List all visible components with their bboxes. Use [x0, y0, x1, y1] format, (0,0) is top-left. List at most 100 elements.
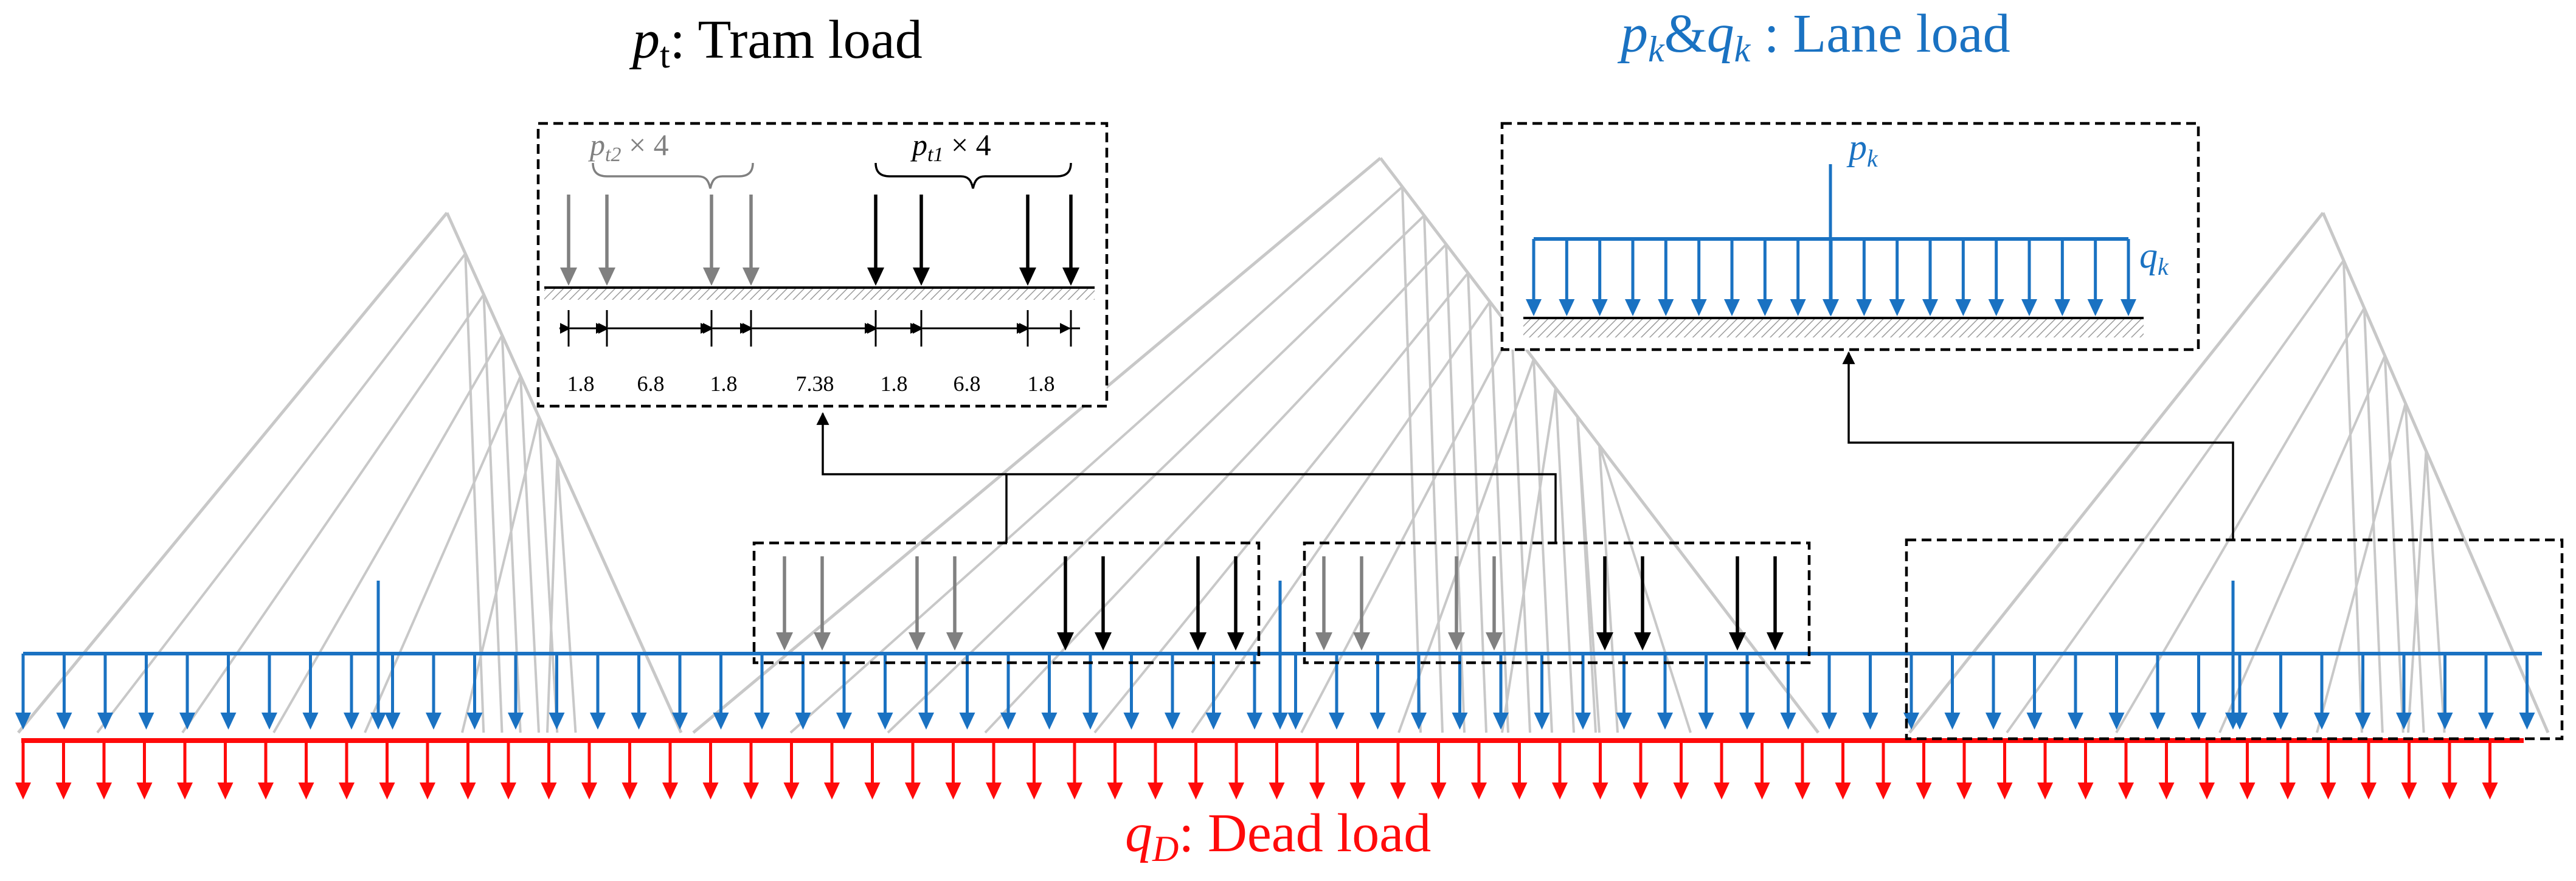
- dead-load-arrow-head: [1916, 783, 1932, 800]
- dead-load-arrow-head: [2158, 783, 2175, 800]
- lane-load-arrow-head: [631, 713, 647, 730]
- tram-pt2-arrow-head: [814, 632, 831, 651]
- lane-load-arrow-head: [302, 713, 319, 730]
- dead-load-arrow: [2158, 741, 2175, 800]
- detail-qk-arrow-head: [1955, 299, 1972, 316]
- detail-qk-arrow-head: [1757, 299, 1773, 316]
- stay-cable: [2316, 402, 2407, 733]
- dead-load-arrow: [2239, 741, 2256, 800]
- detail-pt2-arrow-head: [598, 268, 615, 286]
- lane-load-arrow: [1821, 654, 1837, 730]
- stay-cable: [2407, 451, 2428, 733]
- dead-load-arrow-head: [1067, 783, 1082, 800]
- lane-load-arrow-head: [836, 713, 852, 730]
- stay-cable: [1501, 387, 1557, 733]
- dead-load-arrow: [96, 741, 112, 800]
- detail-qk-arrow: [2021, 239, 2037, 316]
- stay-cable: [1511, 330, 1531, 733]
- dead-load-arrow-head: [2077, 783, 2094, 800]
- tram-pt2-arrow: [776, 556, 793, 651]
- dead-load-arrow-head: [1956, 783, 1972, 800]
- lane-load-arrow-head: [56, 713, 72, 730]
- tram-pt2-arrow: [1486, 556, 1503, 651]
- dead-load-arrow: [2320, 741, 2336, 800]
- tower-0-right-leg: [445, 212, 683, 734]
- detail-qk-arrow: [1559, 239, 1575, 316]
- stay-cable: [482, 294, 504, 733]
- lane-load-arrow: [1411, 654, 1427, 730]
- dead-load-arrow: [1511, 741, 1528, 800]
- detail-pt1-arrow: [913, 195, 930, 286]
- lane-detail-box: pk qk: [1500, 122, 2200, 351]
- dead-load-arrow: [1107, 741, 1123, 800]
- lane-load-arrow: [1287, 654, 1304, 730]
- lane-load-arrow-head: [1903, 713, 1919, 730]
- lane-point-load-arrow-head: [2225, 713, 2241, 730]
- lane-load-arrow-head: [1329, 713, 1345, 730]
- tram-detail-arrows: [560, 195, 1079, 286]
- dead-load-arrow-head: [2482, 783, 2498, 800]
- stay-cable: [789, 185, 1404, 734]
- lane-load-arrow-head: [1287, 713, 1304, 730]
- dead-load-arrow: [1795, 741, 1810, 800]
- lane-load-arrow: [713, 654, 729, 730]
- stay-cable: [1401, 187, 1422, 733]
- lane-load-arrow-head: [2478, 713, 2494, 730]
- dead-load-arrow: [1633, 741, 1649, 800]
- detail-qk-arrow-head: [1988, 299, 2004, 316]
- lane-point-load-arrow: [370, 581, 386, 730]
- lane-load-arrow-head: [1739, 713, 1755, 730]
- lane-load-arrow: [2026, 654, 2043, 730]
- detail-qk-arrow: [1691, 239, 1707, 316]
- lane-load-arrow: [15, 654, 31, 730]
- dead-load-arrow-head: [379, 783, 395, 800]
- lane-load-arrow: [2437, 654, 2453, 730]
- dead-load-arrow: [1673, 741, 1689, 800]
- tram-pt2-arrow: [1448, 556, 1465, 651]
- dead-load-arrow: [1471, 741, 1487, 800]
- lane-load-arrow: [1944, 654, 1961, 730]
- dead-load-arrow: [136, 741, 153, 800]
- detail-pt1-arrow: [1062, 195, 1079, 286]
- stay-cable: [1467, 272, 1487, 733]
- lane-load-arrow: [836, 654, 852, 730]
- tram-pt1-arrow-head: [1057, 632, 1074, 651]
- dead-load-arrow: [1996, 741, 2013, 800]
- detail-pt2-arrow-head: [743, 268, 760, 286]
- lane-load-arrow: [672, 654, 688, 730]
- detail-pt1-arrow-head: [867, 268, 884, 286]
- lane-load-arrow: [426, 654, 441, 730]
- tram-detail-box: pt2 × 4 pt1 × 4 1.8 6.8 1.8 7.38 1.8 6.8…: [536, 122, 1109, 408]
- detail-qk-arrow: [1757, 239, 1773, 316]
- tower-0-left-leg: [17, 212, 448, 734]
- stay-cable: [556, 457, 577, 733]
- lane-load-arrow: [1534, 654, 1550, 730]
- tram-pt2-arrow-head: [1353, 632, 1370, 651]
- dead-load-arrow-head: [1511, 783, 1528, 800]
- lane-load-arrow-head: [2190, 713, 2207, 730]
- detail-qk-arrow-head: [1658, 299, 1674, 316]
- tram-pt1-arrow-head: [1227, 632, 1244, 651]
- dead-load-arrow-head: [1390, 783, 1406, 800]
- lane-load-arrow-head: [15, 713, 31, 730]
- lane-load-arrow-head: [1411, 713, 1427, 730]
- tram-pt1-arrow: [1095, 556, 1112, 651]
- dead-load-arrow: [1067, 741, 1082, 800]
- stay-cable: [1554, 387, 1575, 733]
- tram-ground-hatch: [544, 288, 1095, 300]
- lane-load-arrow: [97, 654, 113, 730]
- qk-label: qk: [2139, 235, 2169, 280]
- spacing-7: 1.8: [1028, 371, 1055, 396]
- dead-load-arrow-head: [177, 783, 193, 800]
- lane-load-arrow-head: [1041, 713, 1058, 730]
- dead-load-arrows: [15, 741, 2498, 800]
- dead-load-arrow-head: [1754, 783, 1770, 800]
- lane-load-arrow: [1041, 654, 1058, 730]
- dead-load-arrow-head: [662, 783, 678, 800]
- lane-load-arrow: [2108, 654, 2125, 730]
- stay-cable: [2218, 355, 2386, 733]
- stay-cable: [1093, 272, 1469, 734]
- tram-pt2-arrow-head: [776, 632, 793, 651]
- dead-load-arrow-head: [96, 783, 112, 800]
